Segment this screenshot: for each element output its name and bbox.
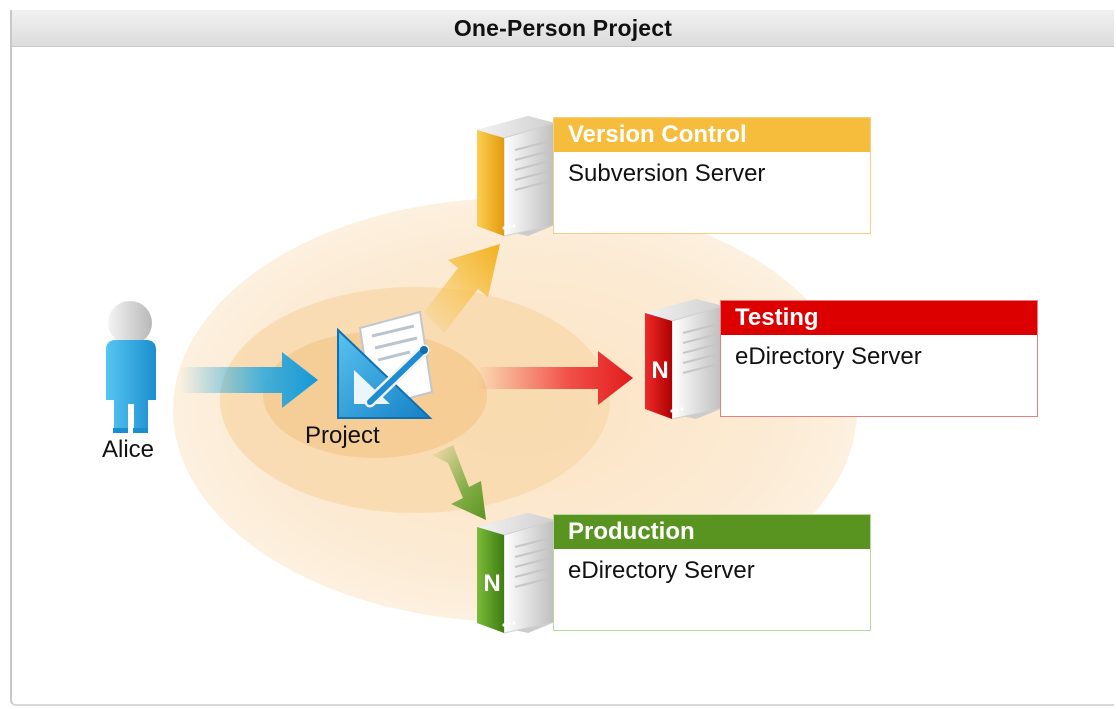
- production-server-label: eDirectory Server: [568, 557, 755, 584]
- subversion-server-label: Subversion Server: [568, 160, 766, 187]
- production-box: Production eDirectory Server: [553, 514, 871, 631]
- version-control-box: Version Control Subversion Server: [553, 117, 871, 234]
- production-heading: Production: [554, 515, 870, 549]
- version-control-heading: Version Control: [554, 118, 870, 152]
- testing-server-label: eDirectory Server: [735, 343, 922, 370]
- production-badge: N: [483, 570, 500, 597]
- person-icon: [106, 301, 156, 433]
- diagram-title: One-Person Project: [453, 15, 673, 41]
- title-bar: One-Person Project: [12, 10, 1114, 47]
- arrow-project-to-version-control: [424, 244, 500, 333]
- alice-label: Alice: [102, 436, 155, 463]
- project-design-icon: [337, 310, 434, 419]
- testing-box: Testing eDirectory Server: [720, 300, 1038, 417]
- testing-badge: N: [651, 357, 668, 384]
- novell-server-icon: N: [645, 299, 724, 420]
- testing-heading: Testing: [721, 301, 1037, 335]
- arrow-project-to-production: [432, 445, 486, 520]
- novell-server-icon: N: [477, 513, 556, 634]
- server-icon: [477, 116, 556, 237]
- project-label: Project: [305, 422, 380, 449]
- arrow-alice-to-project: [180, 352, 318, 408]
- arrow-project-to-testing: [478, 351, 633, 405]
